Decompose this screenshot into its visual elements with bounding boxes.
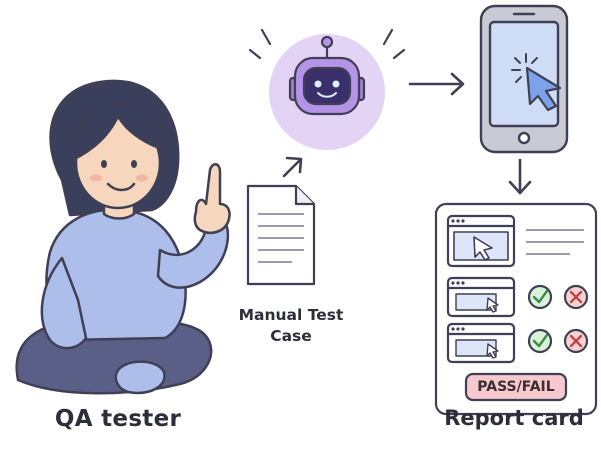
- arrow-to-robot: [282, 156, 303, 178]
- manual-test-case-label: Manual Test Case: [238, 306, 344, 345]
- pass-fail-badge: [464, 372, 568, 402]
- right-cheek: [136, 174, 148, 182]
- ai-robot: [248, 28, 406, 150]
- pointing-hand: [193, 163, 231, 234]
- smartphone: [479, 4, 569, 154]
- robot-left-eye: [314, 80, 322, 88]
- qa-tester-label: QA tester: [54, 406, 182, 432]
- smile: [106, 182, 136, 192]
- report-card: [434, 202, 598, 416]
- pass-check-icon-2: [527, 328, 553, 354]
- left-foot: [114, 360, 166, 395]
- report-card-label: Report card: [444, 406, 584, 430]
- pass-check-icon-1: [527, 284, 553, 310]
- right-arm: [156, 222, 230, 289]
- phone-home-button: [517, 131, 531, 145]
- robot-sparkles: [248, 28, 406, 60]
- robot-face: [302, 66, 352, 106]
- left-arm: [40, 256, 88, 350]
- left-cheek: [90, 174, 102, 182]
- robot-right-eye: [332, 80, 340, 88]
- report-text-lines: [526, 229, 584, 255]
- tap-cursor-icon: [511, 53, 562, 112]
- pass-fail-label: PASS/FAIL: [477, 379, 555, 395]
- document-icon: [246, 184, 316, 286]
- left-eye: [101, 160, 107, 168]
- arrow-to-report: [508, 158, 532, 195]
- robot-smile: [317, 92, 337, 98]
- right-eye: [131, 160, 137, 168]
- arrow-to-phone: [408, 72, 465, 96]
- robot-antenna: [320, 35, 334, 49]
- hair-bangs: [70, 102, 168, 162]
- window-dots: [451, 219, 465, 331]
- qa-tester-figure: [15, 79, 231, 395]
